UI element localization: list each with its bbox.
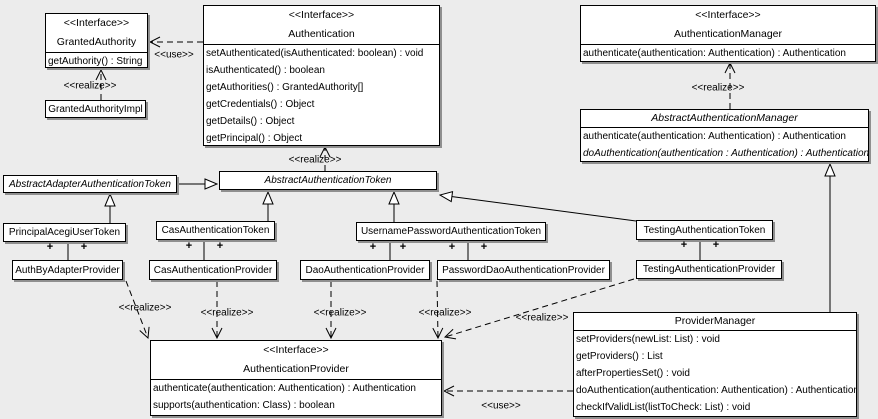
multiplicity-plus-label: +: [680, 239, 688, 251]
class-authentication: <<Interface>> Authentication setAuthenti…: [203, 5, 440, 146]
realize-line: [125, 280, 148, 338]
multiplicity-plus-label: +: [480, 241, 488, 253]
multiplicity-plus-label: +: [369, 241, 377, 253]
class-name: AuthenticationManager: [674, 28, 782, 40]
realize-stereotype-label: <<realize>>: [200, 307, 254, 319]
class-name: PasswordDaoAuthenticationProvider: [442, 264, 605, 276]
class-name: GrantedAuthorityImpl: [48, 103, 143, 115]
class-authentication-manager: <<Interface>> AuthenticationManager auth…: [580, 5, 876, 62]
class-name: CasAuthenticationToken: [161, 225, 270, 236]
class-name: UsernamePasswordAuthenticationToken: [360, 226, 542, 237]
class-name: ProviderManager: [674, 315, 756, 327]
class-granted-authority: <<Interface>> GrantedAuthority getAuthor…: [45, 13, 148, 68]
class-provider-manager: ProviderManager setProviders(newList: Li…: [573, 312, 857, 417]
method-label: authenticate(authentication: Authenticat…: [583, 131, 846, 142]
class-cas-authentication-provider: CasAuthenticationProvider: [149, 260, 277, 280]
realize-line: [445, 278, 635, 337]
multiplicity-plus-label: +: [80, 241, 88, 253]
method-label: authenticate(authentication: Authenticat…: [583, 48, 846, 59]
class-password-dao-authentication-provider: PasswordDaoAuthenticationProvider: [437, 260, 610, 280]
class-name: AuthByAdapterProvider: [15, 264, 120, 276]
method-label: isAuthenticated() : boolean: [206, 65, 325, 76]
method-label: authenticate(authentication: Authenticat…: [153, 383, 416, 394]
method-label: afterPropertiesSet() : void: [576, 368, 690, 379]
class-dao-authentication-provider: DaoAuthenticationProvider: [300, 260, 430, 280]
class-name: Authentication: [288, 28, 355, 40]
method-label: getAuthority() : String: [48, 56, 143, 67]
class-name: AbstractAuthenticationToken: [264, 175, 392, 186]
realize-stereotype-label: <<realize>>: [313, 307, 367, 319]
realize-stereotype-label: <<realize>>: [418, 307, 472, 319]
class-name: GrantedAuthority: [56, 36, 137, 48]
class-name: AbstractAdapterAuthenticationToken: [9, 178, 171, 190]
method-label: getProviders() : List: [576, 351, 663, 362]
realize-stereotype-label: <<realize>>: [63, 80, 117, 92]
class-abstract-authentication-manager: AbstractAuthenticationManager authentica…: [580, 109, 869, 162]
method-label: doAuthentication(authentication: Authent…: [576, 385, 857, 396]
method-label: getDetails() : Object: [206, 116, 295, 127]
class-testing-authentication-token: TestingAuthenticationToken: [636, 220, 773, 240]
method-label: doAuthentication(authentication : Authen…: [583, 148, 869, 159]
realize-stereotype-label: <<realize>>: [118, 302, 172, 314]
method-label: getCredentials() : Object: [206, 99, 315, 110]
class-name: DaoAuthenticationProvider: [305, 264, 425, 276]
class-name: AbstractAuthenticationManager: [651, 112, 798, 124]
method-label: getPrincipal() : Object: [206, 133, 303, 144]
multiplicity-plus-label: +: [216, 240, 224, 252]
multiplicity-plus-label: +: [185, 240, 193, 252]
class-principal-acegi-user-token: PrincipalAcegiUserToken: [3, 223, 126, 242]
method-label: setAuthenticated(isAuthenticated: boolea…: [206, 48, 424, 59]
multiplicity-plus-label: +: [46, 241, 54, 253]
class-authentication-provider: <<Interface>> AuthenticationProvider aut…: [150, 340, 442, 416]
class-name: PrincipalAcegiUserToken: [8, 227, 121, 238]
realize-stereotype-label: <<realize>>: [288, 154, 342, 166]
multiplicity-plus-label: +: [399, 241, 407, 253]
class-name: TestingAuthenticationToken: [643, 224, 766, 236]
class-name: CasAuthenticationProvider: [153, 264, 273, 276]
generalization-line: [440, 195, 637, 222]
class-name: TestingAuthenticationProvider: [642, 264, 776, 275]
class-abstract-adapter-authentication-token: AbstractAdapterAuthenticationToken: [3, 175, 177, 193]
stereotype-label: <<Interface>>: [263, 344, 329, 356]
method-label: supports(authentication: Class) : boolea…: [153, 400, 335, 411]
stereotype-label: <<Interface>>: [288, 9, 355, 21]
realize-stereotype-label: <<realize>>: [515, 312, 569, 324]
class-granted-authority-impl: GrantedAuthorityImpl: [45, 100, 146, 118]
use-stereotype-label: <<use>>: [481, 400, 521, 412]
multiplicity-plus-label: +: [712, 239, 720, 251]
method-label: getAuthorities() : GrantedAuthority[]: [206, 82, 364, 93]
use-stereotype-label: <<use>>: [154, 49, 194, 61]
realize-stereotype-label: <<realize>>: [691, 82, 745, 94]
stereotype-label: <<Interface>>: [695, 9, 761, 21]
method-label: checkIfValidList(listToCheck: List) : vo…: [576, 402, 751, 413]
class-username-password-authentication-token: UsernamePasswordAuthenticationToken: [356, 222, 546, 241]
class-cas-authentication-token: CasAuthenticationToken: [156, 221, 275, 240]
class-testing-authentication-provider: TestingAuthenticationProvider: [636, 260, 782, 279]
method-label: setProviders(newList: List) : void: [576, 334, 720, 345]
stereotype-label: <<Interface>>: [63, 17, 130, 29]
class-abstract-authentication-token: AbstractAuthenticationToken: [219, 171, 437, 190]
multiplicity-plus-label: +: [448, 241, 456, 253]
class-name: AuthenticationProvider: [243, 363, 349, 375]
class-auth-by-adapter-provider: AuthByAdapterProvider: [12, 260, 123, 280]
